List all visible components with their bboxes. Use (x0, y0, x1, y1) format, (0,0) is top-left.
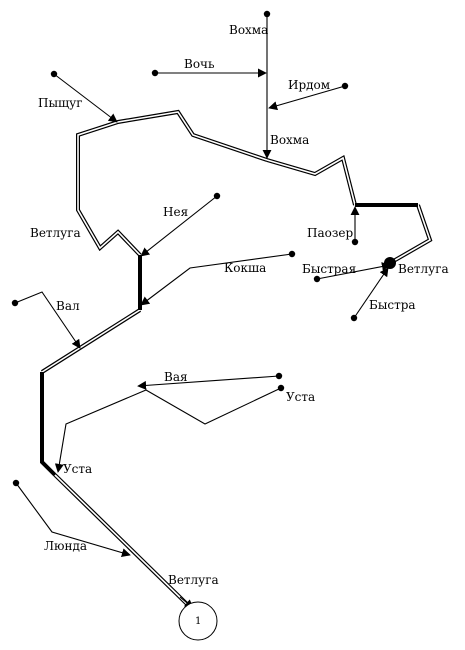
label-pyshchug: Пыщуг (38, 96, 83, 110)
outlet-circle (178, 601, 218, 641)
river-labels: Вохма Вочь Ирдом Вохма Пыщуг Нея Ветлуга… (30, 23, 449, 587)
label-usta-right: Уста (286, 390, 315, 404)
lyunda-source (12, 479, 20, 487)
irdom-river (268, 85, 346, 111)
label-neya: Нея (163, 205, 188, 219)
label-vokhma-mid: Вохма (270, 133, 309, 147)
vokhma-source (263, 10, 271, 18)
label-usta-left: Уста (63, 462, 92, 476)
usta-river (54, 387, 282, 473)
val-source (11, 299, 19, 307)
vaya-river (137, 375, 280, 390)
label-lyunda: Люнда (44, 539, 87, 553)
label-vokhma-top: Вохма (229, 23, 268, 37)
label-vetluga-right: Ветлуга (398, 262, 449, 276)
label-val: Вал (56, 299, 80, 313)
voch-source (151, 69, 159, 77)
tributaries (11, 10, 396, 609)
bystraya-source (313, 275, 321, 283)
bystra-river (353, 267, 389, 319)
val-river (14, 291, 81, 349)
koksha-river (140, 253, 293, 306)
pyshchug-source (50, 70, 58, 78)
outlet-number: 1 (195, 616, 201, 627)
vaya-source (275, 372, 283, 380)
label-vetluga-upper: Ветлуга (30, 226, 81, 240)
bystraya-river (316, 262, 391, 280)
label-bystraya: Быстрая (302, 262, 356, 276)
label-irdom: Ирдом (288, 78, 330, 92)
label-koksha: Кокша (224, 261, 266, 275)
label-bystra: Быстра (369, 298, 416, 312)
koksha-source (288, 250, 296, 258)
pyshchug-river (53, 73, 118, 123)
label-paozer: Паозер (307, 226, 353, 240)
label-vetluga-lower: Ветлуга (168, 573, 219, 587)
neya-source (213, 192, 221, 200)
vetluga-heavy-segments (40, 203, 418, 477)
usta-source (277, 384, 285, 392)
bystra-source (350, 314, 358, 322)
paozer-source (351, 238, 359, 246)
label-vaya: Вая (164, 370, 188, 384)
irdom-source (341, 82, 349, 90)
vetluga-main-channel (40, 109, 433, 609)
neya-river (140, 195, 218, 257)
lyunda-river (15, 482, 131, 558)
vetluga-junction (384, 257, 396, 269)
label-voch: Вочь (184, 57, 215, 71)
